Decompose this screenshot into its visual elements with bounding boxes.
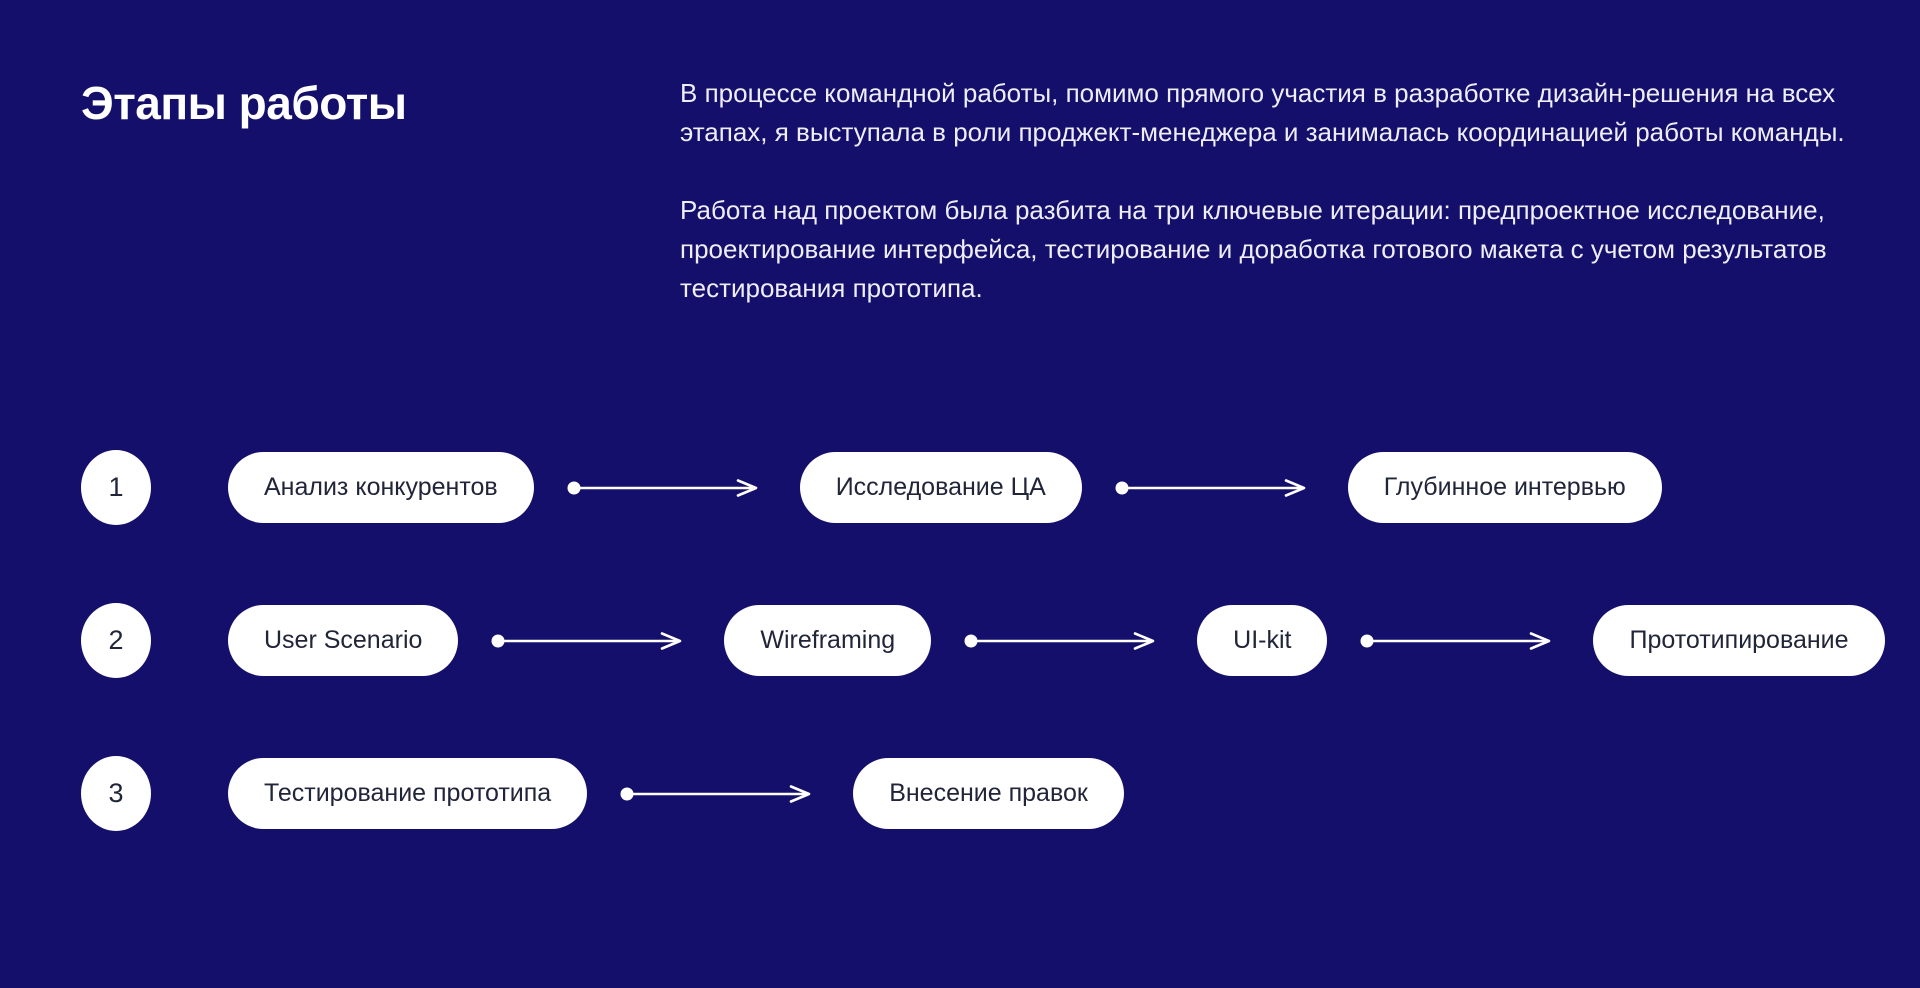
process-row-3: 3 Тестирование прототипа Внесение правок (81, 756, 1885, 831)
step-number-badge: 1 (81, 450, 151, 525)
step-pill: Тестирование прототипа (228, 758, 588, 829)
arrow-right-icon (567, 478, 757, 497)
step-pill: User Scenario (228, 605, 459, 676)
intro-paragraph-2: Работа над проектом была разбита на три … (680, 195, 1827, 303)
step-pill: Прототипирование (1593, 605, 1885, 676)
page-title: Этапы работы (81, 77, 407, 129)
step-pill: UI-kit (1197, 605, 1328, 676)
process-rows: 1 Анализ конкурентов Исследование ЦА Глубин… (81, 450, 1885, 909)
process-row-1: 1 Анализ конкурентов Исследование ЦА Глубин… (81, 450, 1885, 525)
step-pill: Исследование ЦА (799, 452, 1082, 523)
intro-paragraph-1: В процессе командной работы, помимо прям… (680, 78, 1845, 147)
step-pill: Внесение правок (853, 758, 1124, 829)
arrow-right-icon (964, 631, 1155, 650)
step-pill: Глубинное интервью (1347, 452, 1662, 523)
step-number-badge: 3 (81, 756, 151, 831)
arrow-right-icon (620, 784, 811, 803)
arrow-right-icon (1360, 631, 1551, 650)
intro-text: В процессе командной работы, помимо прям… (680, 74, 1850, 308)
process-row-2: 2 User Scenario Wireframing UI-kit Прототипи… (81, 603, 1885, 678)
step-number-badge: 2 (81, 603, 151, 678)
arrow-right-icon (1115, 478, 1306, 497)
arrow-right-icon (491, 631, 682, 650)
step-pill: Анализ конкурентов (228, 452, 534, 523)
step-pill: Wireframing (724, 605, 932, 676)
